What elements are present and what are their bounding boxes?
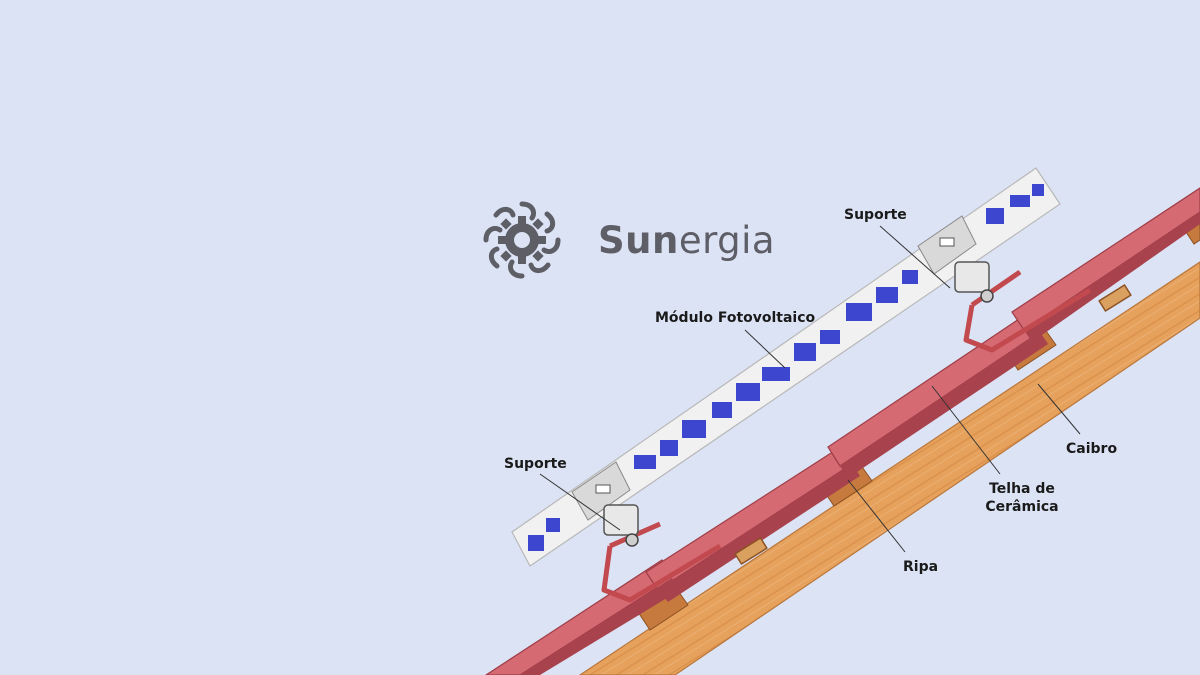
- leader-modulo: [744, 329, 786, 369]
- tile-shadow: [1024, 212, 1200, 342]
- clamp-lower: [571, 461, 639, 547]
- label-telha-line2: Cerâmica: [985, 499, 1059, 515]
- brand-name: Sunergia: [598, 219, 775, 262]
- label-telha-line1: Telha de: [989, 481, 1055, 497]
- leader-lines: [539, 225, 1081, 553]
- leader-ripa: [847, 479, 906, 553]
- tile-shadow: [840, 332, 1048, 478]
- pv-cells: [528, 184, 1044, 551]
- brand-name-light: ergia: [678, 218, 776, 262]
- leader-suporte-top: [879, 225, 951, 289]
- tile: [1011, 187, 1200, 331]
- label-modulo-fotovoltaico: Módulo Fotovoltaico: [655, 310, 816, 326]
- leader-suporte-bottom: [539, 473, 621, 531]
- roof-hook-upper: [963, 269, 1132, 353]
- label-suporte-top: Suporte: [844, 207, 907, 223]
- label-telha-de-ceramica: Telha de Cerâmica: [985, 480, 1059, 516]
- tile-shadow: [520, 578, 680, 675]
- pv-module: [511, 167, 1061, 567]
- leader-caibro: [1037, 383, 1081, 435]
- sunergia-logo: Sunergia: [480, 195, 775, 285]
- leader-telha: [931, 385, 1001, 475]
- label-caibro: Caibro: [1066, 441, 1118, 457]
- brand-name-bold: Sun: [598, 218, 679, 262]
- rafter: [578, 261, 1200, 675]
- label-ripa: Ripa: [903, 559, 939, 575]
- tile-shadow: [658, 464, 860, 602]
- sunergia-flower-gear-icon: [483, 201, 561, 279]
- clamp-upper: [917, 215, 994, 303]
- label-suporte-bottom: Suporte: [504, 456, 567, 472]
